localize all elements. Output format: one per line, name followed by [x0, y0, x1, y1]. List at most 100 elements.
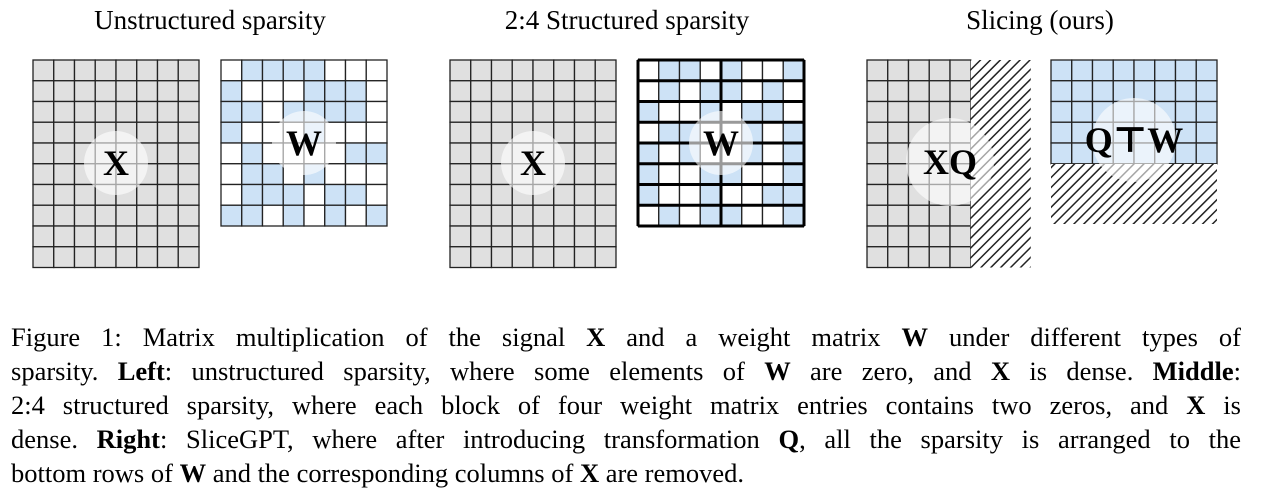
matrix-cell — [324, 80, 347, 103]
matrix-cell — [449, 204, 472, 227]
figure-caption: Figure 1: Matrix multiplication of the s… — [11, 320, 1241, 490]
matrix-cell — [1091, 80, 1114, 103]
matrix-cell — [511, 225, 534, 248]
matrix-cell — [699, 183, 722, 206]
matrix-cell — [928, 246, 951, 269]
matrix-cell — [261, 163, 284, 186]
matrix-cell — [449, 80, 472, 103]
matrix-cell — [678, 204, 701, 227]
matrix-cell — [511, 246, 534, 269]
matrix-cell — [907, 59, 930, 82]
matrix-cell — [553, 225, 576, 248]
matrix-cell — [365, 204, 388, 227]
matrix-cell — [949, 225, 972, 248]
matrix-cell — [156, 183, 179, 206]
matrix-cell — [53, 246, 76, 269]
caption-text: and a weight matrix — [605, 322, 902, 352]
matrix-cell — [761, 121, 784, 144]
matrix-cell — [741, 59, 764, 82]
matrix-cell — [156, 142, 179, 165]
matrix-cell — [115, 204, 138, 227]
matrix-cell — [344, 80, 367, 103]
matrix-cell — [658, 121, 681, 144]
matrix-cell — [866, 183, 889, 206]
matrix-cell — [532, 100, 555, 123]
matrix-cell — [782, 204, 805, 227]
matrix-cell — [782, 121, 805, 144]
matrix-cell — [594, 246, 617, 269]
matrix-cell — [1050, 100, 1073, 123]
matrix-cell — [699, 59, 722, 82]
matrix-cell — [136, 59, 159, 82]
caption-text: and the corresponding columns of — [206, 458, 580, 488]
matrix-cell — [220, 100, 243, 123]
matrix-cell — [887, 204, 910, 227]
matrix-cell — [136, 204, 159, 227]
matrix-cell — [887, 163, 910, 186]
matrix-cell — [32, 163, 55, 186]
matrix-cell — [177, 204, 200, 227]
matrix-cell — [887, 225, 910, 248]
matrix-cell — [261, 80, 284, 103]
matrix-cell — [928, 225, 951, 248]
matrix-cell — [344, 100, 367, 123]
matrix-cell — [365, 183, 388, 206]
matrix-cell — [741, 100, 764, 123]
matrix-cell — [573, 225, 596, 248]
matrix-cell — [949, 80, 972, 103]
matrix-cell — [887, 80, 910, 103]
matrix-cell — [177, 183, 200, 206]
matrix-cell — [866, 163, 889, 186]
matrix-cell — [782, 163, 805, 186]
caption-text: : — [1233, 356, 1242, 386]
matrix-cell — [156, 246, 179, 269]
matrix-cell — [220, 142, 243, 165]
matrix-cell — [115, 225, 138, 248]
caption-bold-text: X — [586, 322, 606, 352]
matrix-cell — [53, 121, 76, 144]
matrix-cell — [658, 100, 681, 123]
matrix-cell — [1195, 100, 1218, 123]
matrix-cell — [907, 100, 930, 123]
matrix-cell — [32, 204, 55, 227]
matrix-cell — [887, 183, 910, 206]
matrix-cell — [261, 204, 284, 227]
matrix-cell — [94, 80, 117, 103]
matrix-cell — [53, 183, 76, 206]
caption-text: under different types of — [928, 322, 1242, 352]
matrix-cell — [324, 204, 347, 227]
matrix-cell — [637, 100, 660, 123]
matrix-cell — [136, 121, 159, 144]
matrix-cell — [241, 100, 264, 123]
caption-line: bottom rows of W and the corresponding c… — [11, 456, 1241, 490]
matrix-cell — [470, 246, 493, 269]
matrix-cell — [553, 59, 576, 82]
matrix-cell — [511, 80, 534, 103]
matrix-cell — [73, 246, 96, 269]
matrix-cell — [115, 100, 138, 123]
caption-text: bottom rows of — [11, 458, 180, 488]
matrix-cell — [907, 246, 930, 269]
matrix-cell — [761, 59, 784, 82]
caption-bold-text: W — [179, 458, 207, 488]
matrix-cell — [177, 225, 200, 248]
matrix-cell — [637, 163, 660, 186]
matrix-cell — [490, 246, 513, 269]
matrix-cell — [741, 80, 764, 103]
matrix-cell — [324, 183, 347, 206]
matrix-cell — [261, 183, 284, 206]
caption-text: , all the sparsity is arranged to the — [799, 424, 1241, 454]
matrix-cell — [365, 80, 388, 103]
matrix-cell — [866, 142, 889, 165]
matrix-cell — [156, 225, 179, 248]
matrix-cell — [490, 225, 513, 248]
matrix-cell — [365, 121, 388, 144]
matrix-cell — [553, 80, 576, 103]
title-structured: 2:4 Structured sparsity — [504, 5, 750, 35]
matrix-cell — [282, 204, 305, 227]
matrix-cell — [782, 142, 805, 165]
matrix-cell — [532, 204, 555, 227]
matrix-cell — [928, 80, 951, 103]
matrix-cell — [490, 204, 513, 227]
matrix-cell — [594, 204, 617, 227]
